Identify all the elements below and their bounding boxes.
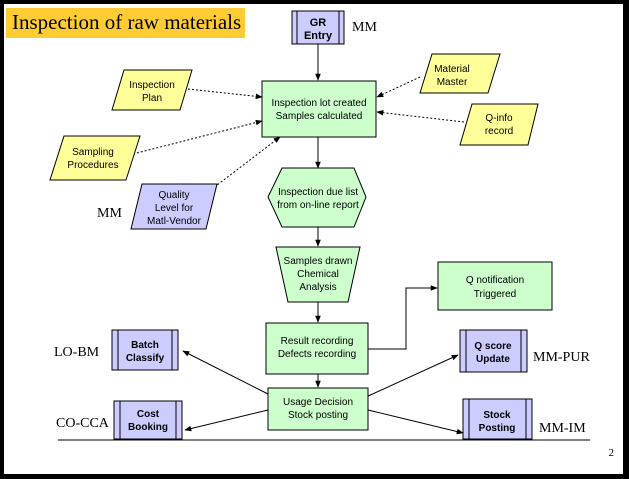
dotted-sampling-to-lot — [132, 119, 263, 155]
inspection-due-list-line-2: from on-line report — [277, 200, 359, 211]
result-recording-line-1: Result recording — [281, 336, 354, 347]
q-notification-line-2: Triggered — [474, 289, 516, 300]
quality-level-node: Quality Level for Matl-Vendor — [130, 183, 218, 230]
usage-decision-line-1: Usage Decision — [283, 397, 353, 408]
arrow-usage-to-qscore — [365, 354, 459, 398]
batch-classify-system: LO-BM — [54, 345, 100, 360]
inspection-lot-line-2: Samples calculated — [276, 111, 363, 122]
usage-decision-line-2: Stock posting — [288, 410, 348, 421]
material-master-line-2: Master — [437, 77, 468, 88]
dotted-quality-to-lot — [207, 136, 281, 193]
dotted-material-to-lot — [376, 76, 421, 98]
arrow-usage-to-stock — [367, 409, 464, 435]
slide-title-box — [6, 8, 245, 38]
quality-level-line-3: Matl-Vendor — [147, 216, 202, 227]
inspection-due-list-line-1: Inspection due list — [278, 187, 358, 198]
q-score-update-line-1: Q score — [474, 341, 512, 352]
samples-drawn-line-2: Chemical — [297, 269, 339, 280]
stock-posting-node: Stock Posting — [462, 398, 533, 440]
batch-classify-line-1: Batch — [131, 340, 159, 351]
stock-posting-line-2: Posting — [479, 423, 516, 434]
page-number: 2 — [609, 447, 615, 459]
arrow-usage-to-batch — [182, 350, 271, 396]
sampling-procedures-line-1: Sampling — [72, 147, 114, 158]
quality-level-system: MM — [97, 206, 122, 221]
slide-title: Inspection of raw materials — [12, 10, 241, 34]
inspection-lot-node: Inspection lot created Samples calculate… — [261, 80, 377, 138]
gr-entry-node: GR Entry — [291, 10, 345, 45]
batch-classify-line-2: Classify — [126, 353, 165, 364]
stock-posting-line-1: Stock — [483, 410, 511, 421]
q-info-record-node: Q-info record — [459, 103, 539, 146]
quality-level-line-1: Quality — [158, 190, 189, 201]
q-score-update-node: Q score Update — [459, 329, 528, 373]
q-info-record-line-2: record — [485, 126, 513, 137]
gr-entry-system: MM — [352, 20, 377, 35]
gr-entry-line-2: Entry — [304, 30, 333, 42]
inspection-due-list-node: Inspection due list from on-line report — [267, 167, 367, 228]
sampling-procedures-line-2: Procedures — [67, 160, 118, 171]
cost-booking-system: CO-CCA — [56, 416, 110, 431]
cost-booking-line-2: Booking — [128, 422, 168, 433]
inspection-plan-line-2: Plan — [142, 93, 162, 104]
result-recording-line-2: Defects recording — [278, 349, 356, 360]
gr-entry-line-1: GR — [310, 17, 327, 29]
samples-drawn-line-1: Samples drawn — [284, 256, 353, 267]
cost-booking-line-1: Cost — [137, 409, 160, 420]
samples-drawn-line-3: Analysis — [299, 282, 336, 293]
arrow-usage-to-cost — [184, 409, 269, 432]
batch-classify-node: Batch Classify — [111, 329, 179, 371]
inspection-plan-node: Inspection Plan — [111, 69, 193, 111]
result-recording-node: Result recording Defects recording — [265, 322, 369, 375]
q-notification-node: Q notification Triggered — [437, 261, 553, 311]
dotted-qinfo-to-lot — [376, 109, 465, 123]
dotted-plan-to-lot — [187, 88, 263, 100]
q-notification-line-1: Q notification — [466, 275, 524, 286]
cost-booking-node: Cost Booking — [113, 400, 183, 440]
usage-decision-node: Usage Decision Stock posting — [267, 387, 369, 431]
material-master-line-1: Material — [434, 64, 470, 75]
samples-drawn-node: Samples drawn Chemical Analysis — [275, 246, 361, 303]
arrow-result-to-notification — [368, 285, 438, 350]
stock-posting-system: MM-IM — [539, 421, 586, 436]
inspection-plan-line-1: Inspection — [129, 80, 175, 91]
q-score-update-line-2: Update — [476, 354, 510, 365]
q-info-record-line-1: Q-info — [485, 113, 513, 124]
connectors — [132, 44, 465, 435]
material-master-node: Material Master — [419, 53, 501, 94]
quality-level-line-2: Level for — [155, 203, 194, 214]
q-score-update-system: MM-PUR — [533, 350, 590, 365]
inspection-lot-line-1: Inspection lot created — [271, 98, 366, 109]
sampling-procedures-node: Sampling Procedures — [49, 135, 141, 181]
